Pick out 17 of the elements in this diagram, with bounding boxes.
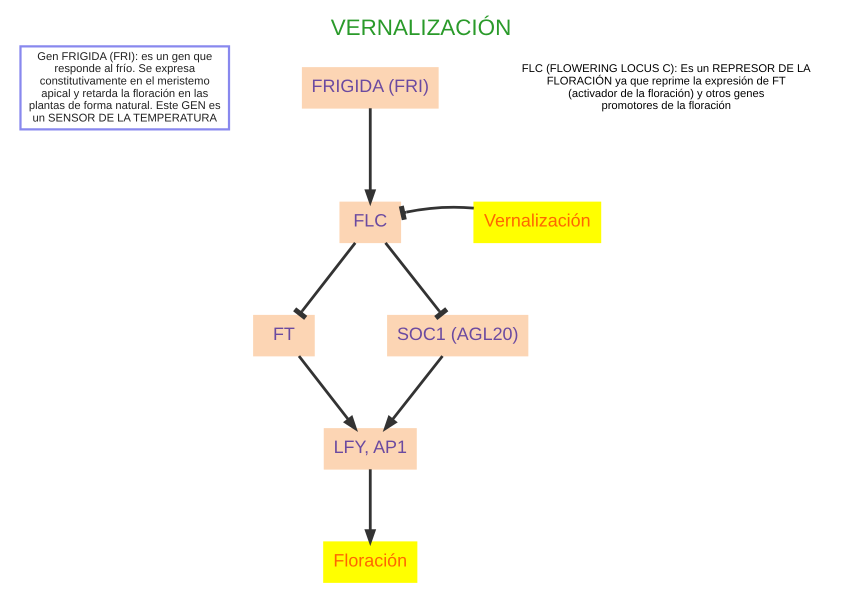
label: FLC (FLOWERING LOCUS C): Es un REPRESOR DE LA FLORACIÓN ya que reprime la expresión de FT (activador de la floración) y otros genes promotores de la floración: [522, 63, 811, 112]
node-box: Gen FRIGIDA (FRI): es un gen que responde al frío. Se expresa constitutivamente en el meristemo apical y retarda la floración en las plantas de forma natural. Este GEN es un SENSOR DE LA TEMPERATURA: [19, 45, 230, 130]
arrow: [364, 469, 376, 546]
node-box: Floración: [323, 541, 418, 583]
connector: [384, 242, 448, 320]
arrow: [382, 355, 444, 432]
connector: [398, 206, 474, 220]
node-box: Vernalización: [473, 202, 602, 244]
node-box: FLC: [339, 202, 402, 244]
node-box: FT: [253, 314, 315, 356]
connector: [293, 242, 356, 320]
node-box: SOC1 (AGL20): [387, 314, 528, 356]
arrow: [298, 355, 358, 432]
arrow: [364, 108, 376, 206]
node-box: LFY, AP1: [324, 428, 417, 470]
node-box: FRIGIDA (FRI): [302, 67, 439, 109]
diagram-title: VERNALIZACIÓN: [330, 15, 512, 40]
